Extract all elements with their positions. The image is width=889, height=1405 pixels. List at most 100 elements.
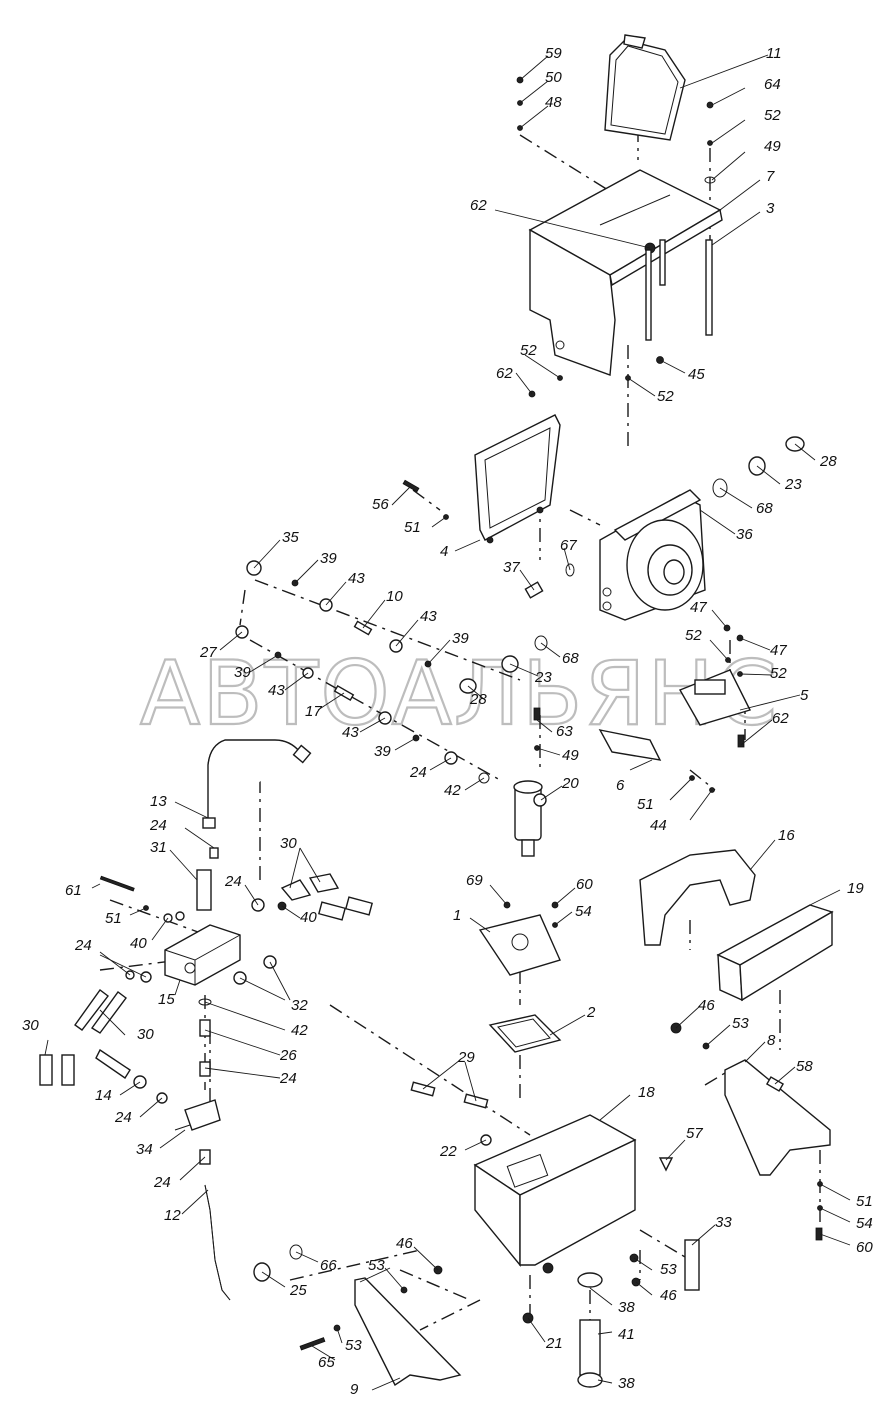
callout: 9 <box>350 1381 359 1398</box>
callout: 15 <box>158 991 175 1008</box>
part-18-tank <box>473 1114 637 1274</box>
callout: 47 <box>770 642 787 659</box>
callout: 27 <box>199 644 217 661</box>
callout: 62 <box>772 710 789 727</box>
watermark: АВТОАЛЬЯНС <box>140 642 779 745</box>
callout: 51 <box>105 910 122 927</box>
callout: 56 <box>372 496 389 513</box>
part-12-pipe <box>204 1184 303 1301</box>
callout: 61 <box>65 882 82 899</box>
callout: 10 <box>386 588 403 605</box>
callout: 25 <box>289 1282 307 1299</box>
part-8-support <box>724 1059 831 1176</box>
callout: 52 <box>520 342 537 359</box>
callout: 41 <box>618 1326 635 1343</box>
callout: 32 <box>291 997 308 1014</box>
callout: 54 <box>575 903 592 920</box>
part-3-studs <box>645 239 713 341</box>
callout: 43 <box>342 724 359 741</box>
callout: 4 <box>440 543 448 560</box>
callout: 43 <box>348 570 365 587</box>
part-7-bracket-plate <box>528 169 723 376</box>
callout: 22 <box>439 1143 457 1160</box>
callout: 16 <box>778 827 795 844</box>
part-1-2-mounting-plate <box>478 914 562 1053</box>
callout: 52 <box>770 665 787 682</box>
callout: 64 <box>764 76 781 93</box>
callout: 38 <box>618 1299 635 1316</box>
callout: 49 <box>764 138 781 155</box>
callout: 43 <box>420 608 437 625</box>
callout: 30 <box>137 1026 154 1043</box>
callout: 1 <box>453 907 461 924</box>
callout: 7 <box>766 168 775 185</box>
callout: 12 <box>164 1207 181 1224</box>
callout: 8 <box>767 1032 776 1049</box>
callout: 24 <box>114 1109 132 1126</box>
callout: 44 <box>650 817 667 834</box>
callout: 5 <box>800 687 809 704</box>
callout: 24 <box>153 1174 171 1191</box>
callout: 43 <box>268 682 285 699</box>
callout: 53 <box>732 1015 749 1032</box>
callout: 20 <box>561 775 579 792</box>
callout: 47 <box>690 599 707 616</box>
callout: 52 <box>764 107 781 124</box>
callout: 23 <box>784 476 802 493</box>
callout: 62 <box>496 365 513 382</box>
callout: 34 <box>136 1141 153 1158</box>
callout: 37 <box>503 559 520 576</box>
part-19-toolbox <box>716 904 834 1002</box>
callout: 40 <box>300 909 317 926</box>
part-5-6-clamps <box>598 669 751 761</box>
callout: 52 <box>685 627 702 644</box>
callout: 51 <box>637 796 654 813</box>
part-14-34-fittings <box>95 1048 221 1131</box>
callout: 59 <box>545 45 562 62</box>
part-13-tube <box>202 739 312 829</box>
callout: 18 <box>638 1084 655 1101</box>
callout: 46 <box>698 997 715 1014</box>
part-9-support <box>354 1277 462 1387</box>
callout: 39 <box>234 664 251 681</box>
callout: 52 <box>657 388 674 405</box>
callout: 63 <box>556 723 573 740</box>
callout: 24 <box>149 817 167 834</box>
callout: 24 <box>409 764 427 781</box>
callout: 60 <box>856 1239 873 1256</box>
callout: 58 <box>796 1058 813 1075</box>
callout: 68 <box>756 500 773 517</box>
part-11-cover-gasket <box>604 34 686 141</box>
callout-labels: 59 50 48 11 64 52 49 7 3 62 52 62 45 52 … <box>22 45 873 1398</box>
callout: 24 <box>224 873 242 890</box>
part-4-frame <box>474 414 561 544</box>
callout: 39 <box>320 550 337 567</box>
callout: 60 <box>576 876 593 893</box>
callout: 24 <box>279 1070 297 1087</box>
callout: 38 <box>618 1375 635 1392</box>
callout: 53 <box>345 1337 362 1354</box>
callout: 62 <box>470 197 487 214</box>
callout: 6 <box>616 777 625 794</box>
callout: 53 <box>660 1261 677 1278</box>
callout: 46 <box>396 1235 413 1252</box>
callout: 14 <box>95 1087 112 1104</box>
callout: 21 <box>545 1335 563 1352</box>
callout: 24 <box>74 937 92 954</box>
callout: 57 <box>686 1125 703 1142</box>
part-20-filter <box>513 780 547 857</box>
callout: 50 <box>545 69 562 86</box>
callout: 45 <box>688 366 705 383</box>
callout: 68 <box>562 650 579 667</box>
callout: 49 <box>562 747 579 764</box>
callout: 39 <box>452 630 469 647</box>
callout: 66 <box>320 1257 337 1274</box>
callout: 31 <box>150 839 167 856</box>
callout: 54 <box>856 1215 873 1232</box>
callout: 29 <box>457 1049 475 1066</box>
callout: 11 <box>766 45 782 62</box>
callout: 30 <box>22 1017 39 1034</box>
part-15-valve-block <box>164 869 241 986</box>
callout: 19 <box>847 880 864 897</box>
